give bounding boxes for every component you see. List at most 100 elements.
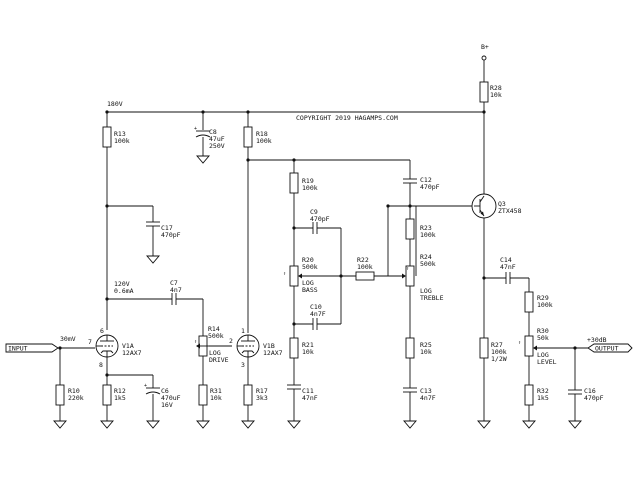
svg-text:3: 3 xyxy=(241,361,245,369)
svg-text:470pF: 470pF xyxy=(584,394,604,402)
svg-text:10k: 10k xyxy=(420,348,432,356)
svg-text:↑: ↑ xyxy=(283,271,286,277)
bias-voltage-label: 120V xyxy=(114,280,130,288)
svg-text:R30: R30 xyxy=(537,327,549,335)
svg-text:LOG: LOG xyxy=(537,351,549,359)
svg-text:C12: C12 xyxy=(420,176,432,184)
svg-text:R13: R13 xyxy=(114,130,126,138)
svg-text:R31: R31 xyxy=(210,387,222,395)
svg-text:R28: R28 xyxy=(490,84,502,92)
svg-text:100k: 100k xyxy=(256,137,272,145)
svg-text:R19: R19 xyxy=(302,177,314,185)
svg-text:R17: R17 xyxy=(256,387,268,395)
svg-text:↑: ↑ xyxy=(518,340,521,346)
svg-text:LOG: LOG xyxy=(302,279,314,287)
svg-text:C17: C17 xyxy=(161,224,173,232)
svg-text:R23: R23 xyxy=(420,224,432,232)
bias-current-label: 0.6mA xyxy=(114,287,134,295)
svg-text:500k: 500k xyxy=(208,332,224,340)
svg-text:47nF: 47nF xyxy=(500,263,516,271)
svg-text:R24: R24 xyxy=(420,253,432,261)
bplus-label: B+ xyxy=(481,43,489,51)
svg-text:R10: R10 xyxy=(68,387,80,395)
svg-text:↑: ↑ xyxy=(406,266,409,272)
rail-voltage-label: 180V xyxy=(107,100,123,108)
svg-text:R21: R21 xyxy=(302,341,314,349)
svg-text:100k: 100k xyxy=(420,231,436,239)
svg-text:BASS: BASS xyxy=(302,286,318,294)
svg-text:C6: C6 xyxy=(161,387,169,395)
svg-text:DRIVE: DRIVE xyxy=(209,356,229,364)
svg-text:R14: R14 xyxy=(208,325,220,333)
svg-text:R18: R18 xyxy=(256,130,268,138)
svg-text:50k: 50k xyxy=(537,334,549,342)
svg-text:TREBLE: TREBLE xyxy=(420,294,444,302)
svg-text:500k: 500k xyxy=(302,263,318,271)
svg-text:C16: C16 xyxy=(584,387,596,395)
output-port: OUTPUT xyxy=(587,343,633,353)
svg-text:LOG: LOG xyxy=(209,349,221,357)
svg-text:10k: 10k xyxy=(210,394,222,402)
svg-text:4n7F: 4n7F xyxy=(420,394,436,402)
svg-text:1k5: 1k5 xyxy=(114,394,126,402)
svg-text:LOG: LOG xyxy=(420,287,432,295)
svg-text:470pF: 470pF xyxy=(161,231,181,239)
svg-text:R20: R20 xyxy=(302,256,314,264)
svg-text:47nF: 47nF xyxy=(302,394,318,402)
tube-v1a: 6 7 8 V1A 12AX7 xyxy=(88,327,142,369)
svg-text:C11: C11 xyxy=(302,387,314,395)
svg-text:C8: C8 xyxy=(209,128,217,136)
svg-text:3k3: 3k3 xyxy=(256,394,268,402)
svg-text:500k: 500k xyxy=(420,260,436,268)
svg-text:4n7: 4n7 xyxy=(170,286,182,294)
svg-text:R32: R32 xyxy=(537,387,549,395)
svg-text:47uF: 47uF xyxy=(209,135,225,143)
svg-text:100k: 100k xyxy=(302,184,318,192)
wires xyxy=(58,60,588,415)
svg-text:100k: 100k xyxy=(114,137,130,145)
svg-text:C13: C13 xyxy=(420,387,432,395)
svg-text:V1A: V1A xyxy=(122,342,134,350)
svg-text:1/2W: 1/2W xyxy=(491,355,507,363)
svg-text:OUTPUT: OUTPUT xyxy=(595,345,619,353)
svg-text:6: 6 xyxy=(100,327,104,335)
svg-text:16V: 16V xyxy=(161,401,173,409)
svg-text:470pF: 470pF xyxy=(420,183,440,191)
svg-text:V1B: V1B xyxy=(263,342,275,350)
svg-text:4n7F: 4n7F xyxy=(310,310,326,318)
output-level-label: +30dB xyxy=(587,336,607,344)
svg-text:Q3: Q3 xyxy=(498,200,506,208)
svg-text:ZTX458: ZTX458 xyxy=(498,207,522,215)
svg-text:↑: ↑ xyxy=(194,339,197,345)
bplus-terminal xyxy=(481,55,487,61)
svg-text:R12: R12 xyxy=(114,387,126,395)
input-port: INPUT xyxy=(5,343,59,353)
copyright-text: COPYRIGHT 2019 HAGAMPS.COM xyxy=(296,114,398,122)
svg-text:470pF: 470pF xyxy=(310,215,330,223)
input-level-label: 30mV xyxy=(60,335,76,343)
svg-text:8: 8 xyxy=(99,361,103,369)
